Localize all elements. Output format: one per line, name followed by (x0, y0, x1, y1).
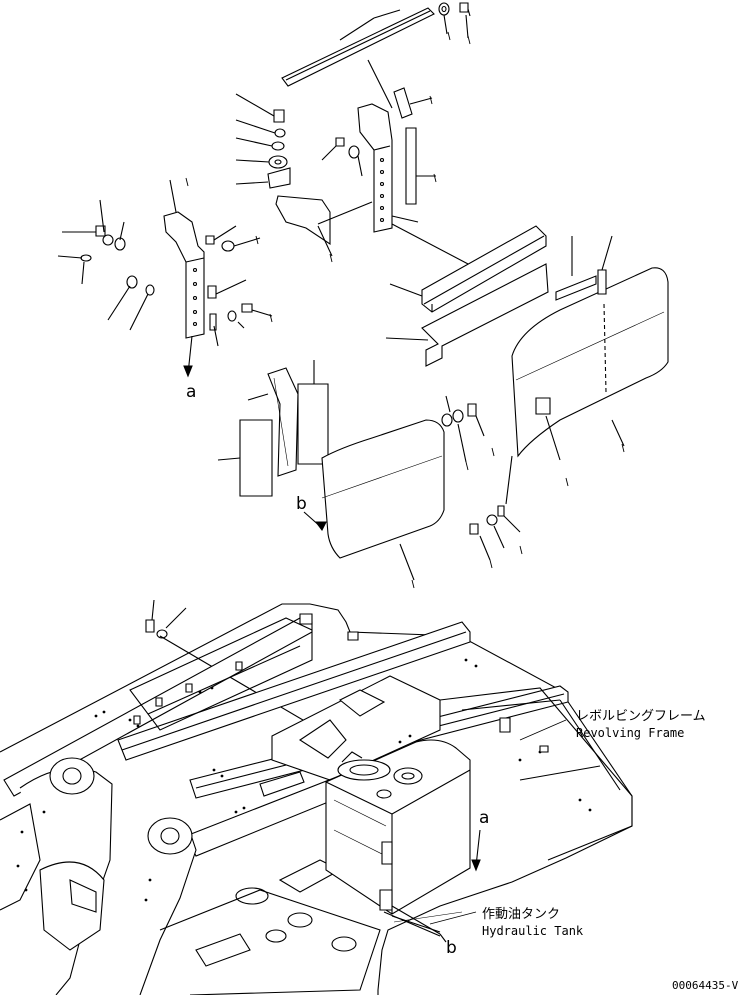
caption-revolving-frame-en: Revolving Frame (576, 726, 685, 740)
top-cover-panel (390, 226, 546, 312)
left-stack-parts (236, 94, 290, 188)
hydraulic-tank (326, 740, 480, 942)
drawing-code: 00064435-V (672, 979, 739, 992)
top-washer-bolt (439, 3, 470, 38)
caption-hydraulic-tank-en: Hydraulic Tank (482, 924, 584, 938)
left-foam-set (218, 360, 328, 496)
ref-letter-a-top: a (186, 382, 197, 402)
ref-letter-b-top: b (296, 494, 307, 514)
left-door-panel (304, 420, 444, 580)
caption-hydraulic-tank-jp: 作動油タンク (482, 907, 561, 922)
center-upper-plate (276, 196, 372, 256)
seal-strip (386, 264, 548, 366)
callout-ticks (186, 32, 624, 588)
frame-bolt (146, 600, 320, 730)
ref-letter-b-bottom: b (446, 938, 457, 958)
right-upper-small-parts (322, 88, 436, 204)
right-door-hardware (442, 396, 520, 560)
left-bracket (164, 180, 204, 376)
ref-letter-a-bottom: a (479, 808, 490, 828)
left-hardware (58, 200, 272, 346)
right-upper-bracket (358, 60, 470, 265)
top-rail (282, 8, 434, 86)
caption-revolving-frame-jp: レボルビングフレーム (576, 709, 706, 724)
right-door-panel (512, 236, 668, 460)
